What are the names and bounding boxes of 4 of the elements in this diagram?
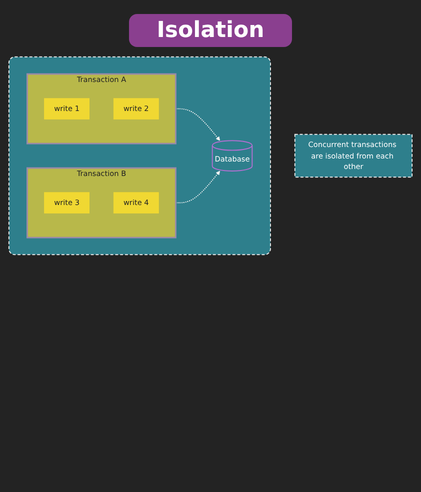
arrow xyxy=(175,108,220,141)
cluster xyxy=(8,56,271,256)
title-banner: Isolation xyxy=(128,14,292,47)
arrow xyxy=(175,170,220,204)
